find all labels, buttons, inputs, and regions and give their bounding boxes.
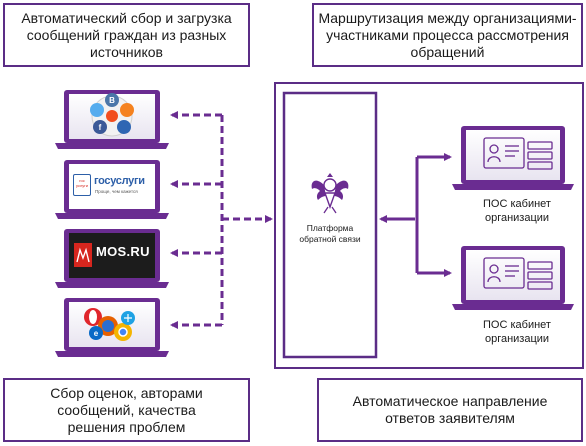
left-connectors	[170, 111, 273, 329]
mos-ru-logo	[74, 243, 92, 267]
box-auto-collection: Автоматический сбор и загрузка сообщений…	[3, 3, 250, 67]
box-rating-collection: Сбор оценок, авторами сообщений, качеств…	[3, 378, 250, 442]
platform-label: Платформа обратной связи	[299, 223, 361, 244]
social-networks-icon: B f	[90, 93, 134, 137]
box-routing: Маршрутизация между организациями-участн…	[312, 3, 583, 67]
cabinet-icon	[483, 257, 553, 290]
mos-ru-text: MOS.RU	[96, 244, 150, 259]
box-auto-response: Автоматическое направление ответов заяви…	[317, 378, 583, 442]
box-routing-text: Маршрутизация между организациями-участн…	[318, 9, 577, 60]
svg-text:f: f	[99, 123, 102, 132]
svg-text:B: B	[109, 96, 115, 105]
gosuslugi-logo: гос услуги госуслуги Проще, чем кажется	[71, 168, 153, 206]
cabinet-label-1: ПОС кабинет организации	[483, 198, 551, 224]
laptop-cabinet-2	[452, 246, 574, 310]
laptop-mos	[55, 229, 169, 288]
cabinet-label-2: ПОС кабинет организации	[483, 319, 551, 345]
browsers-icon: e	[84, 308, 135, 341]
gosuslugi-tagline: Проще, чем кажется	[95, 189, 138, 194]
svg-text:e: e	[94, 329, 99, 338]
right-connectors	[379, 153, 452, 277]
laptop-cabinet-1	[452, 126, 574, 190]
box-rating-collection-text: Сбор оценок, авторами сообщений, качеств…	[50, 384, 203, 435]
laptop-social: B f	[55, 90, 169, 149]
gosuslugi-main-text: госуслуги	[94, 175, 145, 187]
box-auto-response-text: Автоматическое направление ответов заяви…	[352, 393, 548, 426]
eagle-emblem-icon	[311, 173, 349, 214]
cabinet-icon	[483, 137, 553, 170]
platform-box	[282, 91, 378, 359]
laptop-browsers: e	[55, 298, 169, 357]
box-auto-collection-text: Автоматический сбор и загрузка сообщений…	[21, 9, 232, 60]
gosuslugi-small-text: гос услуги	[76, 178, 88, 188]
